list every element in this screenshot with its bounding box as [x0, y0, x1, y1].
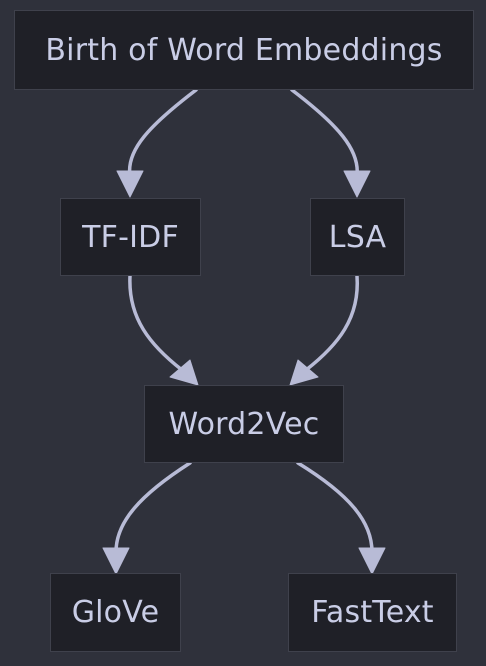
node-glove-label: GloVe: [71, 595, 160, 630]
edge-tfidf-to-word2vec: [128, 274, 184, 372]
node-word2vec[interactable]: Word2Vec: [144, 385, 344, 463]
node-tfidf[interactable]: TF-IDF: [60, 198, 201, 276]
arrowhead-word2vec-to-fasttext: [358, 547, 386, 575]
node-fasttext[interactable]: FastText: [288, 573, 457, 652]
node-lsa[interactable]: LSA: [310, 198, 405, 276]
edge-root-to-lsa: [290, 88, 359, 178]
arrowhead-lsa-to-word2vec: [289, 359, 319, 386]
edge-word2vec-to-fasttext: [296, 461, 374, 554]
arrowhead-root-to-lsa: [343, 170, 371, 198]
node-fasttext-label: FastText: [311, 595, 434, 630]
edge-root-to-tfidf: [127, 88, 198, 178]
edge-word2vec-to-glove: [114, 461, 192, 554]
node-word2vec-label: Word2Vec: [168, 406, 320, 442]
node-lsa-label: LSA: [328, 219, 387, 255]
arrowhead-root-to-tfidf: [116, 170, 144, 198]
arrowhead-tfidf-to-word2vec: [169, 359, 199, 386]
edge-lsa-to-word2vec: [304, 274, 359, 372]
node-root-label: Birth of Word Embeddings: [45, 32, 443, 68]
arrowhead-word2vec-to-glove: [102, 547, 130, 575]
node-tfidf-label: TF-IDF: [82, 219, 179, 255]
node-glove[interactable]: GloVe: [50, 573, 181, 652]
node-root[interactable]: Birth of Word Embeddings: [14, 10, 474, 90]
